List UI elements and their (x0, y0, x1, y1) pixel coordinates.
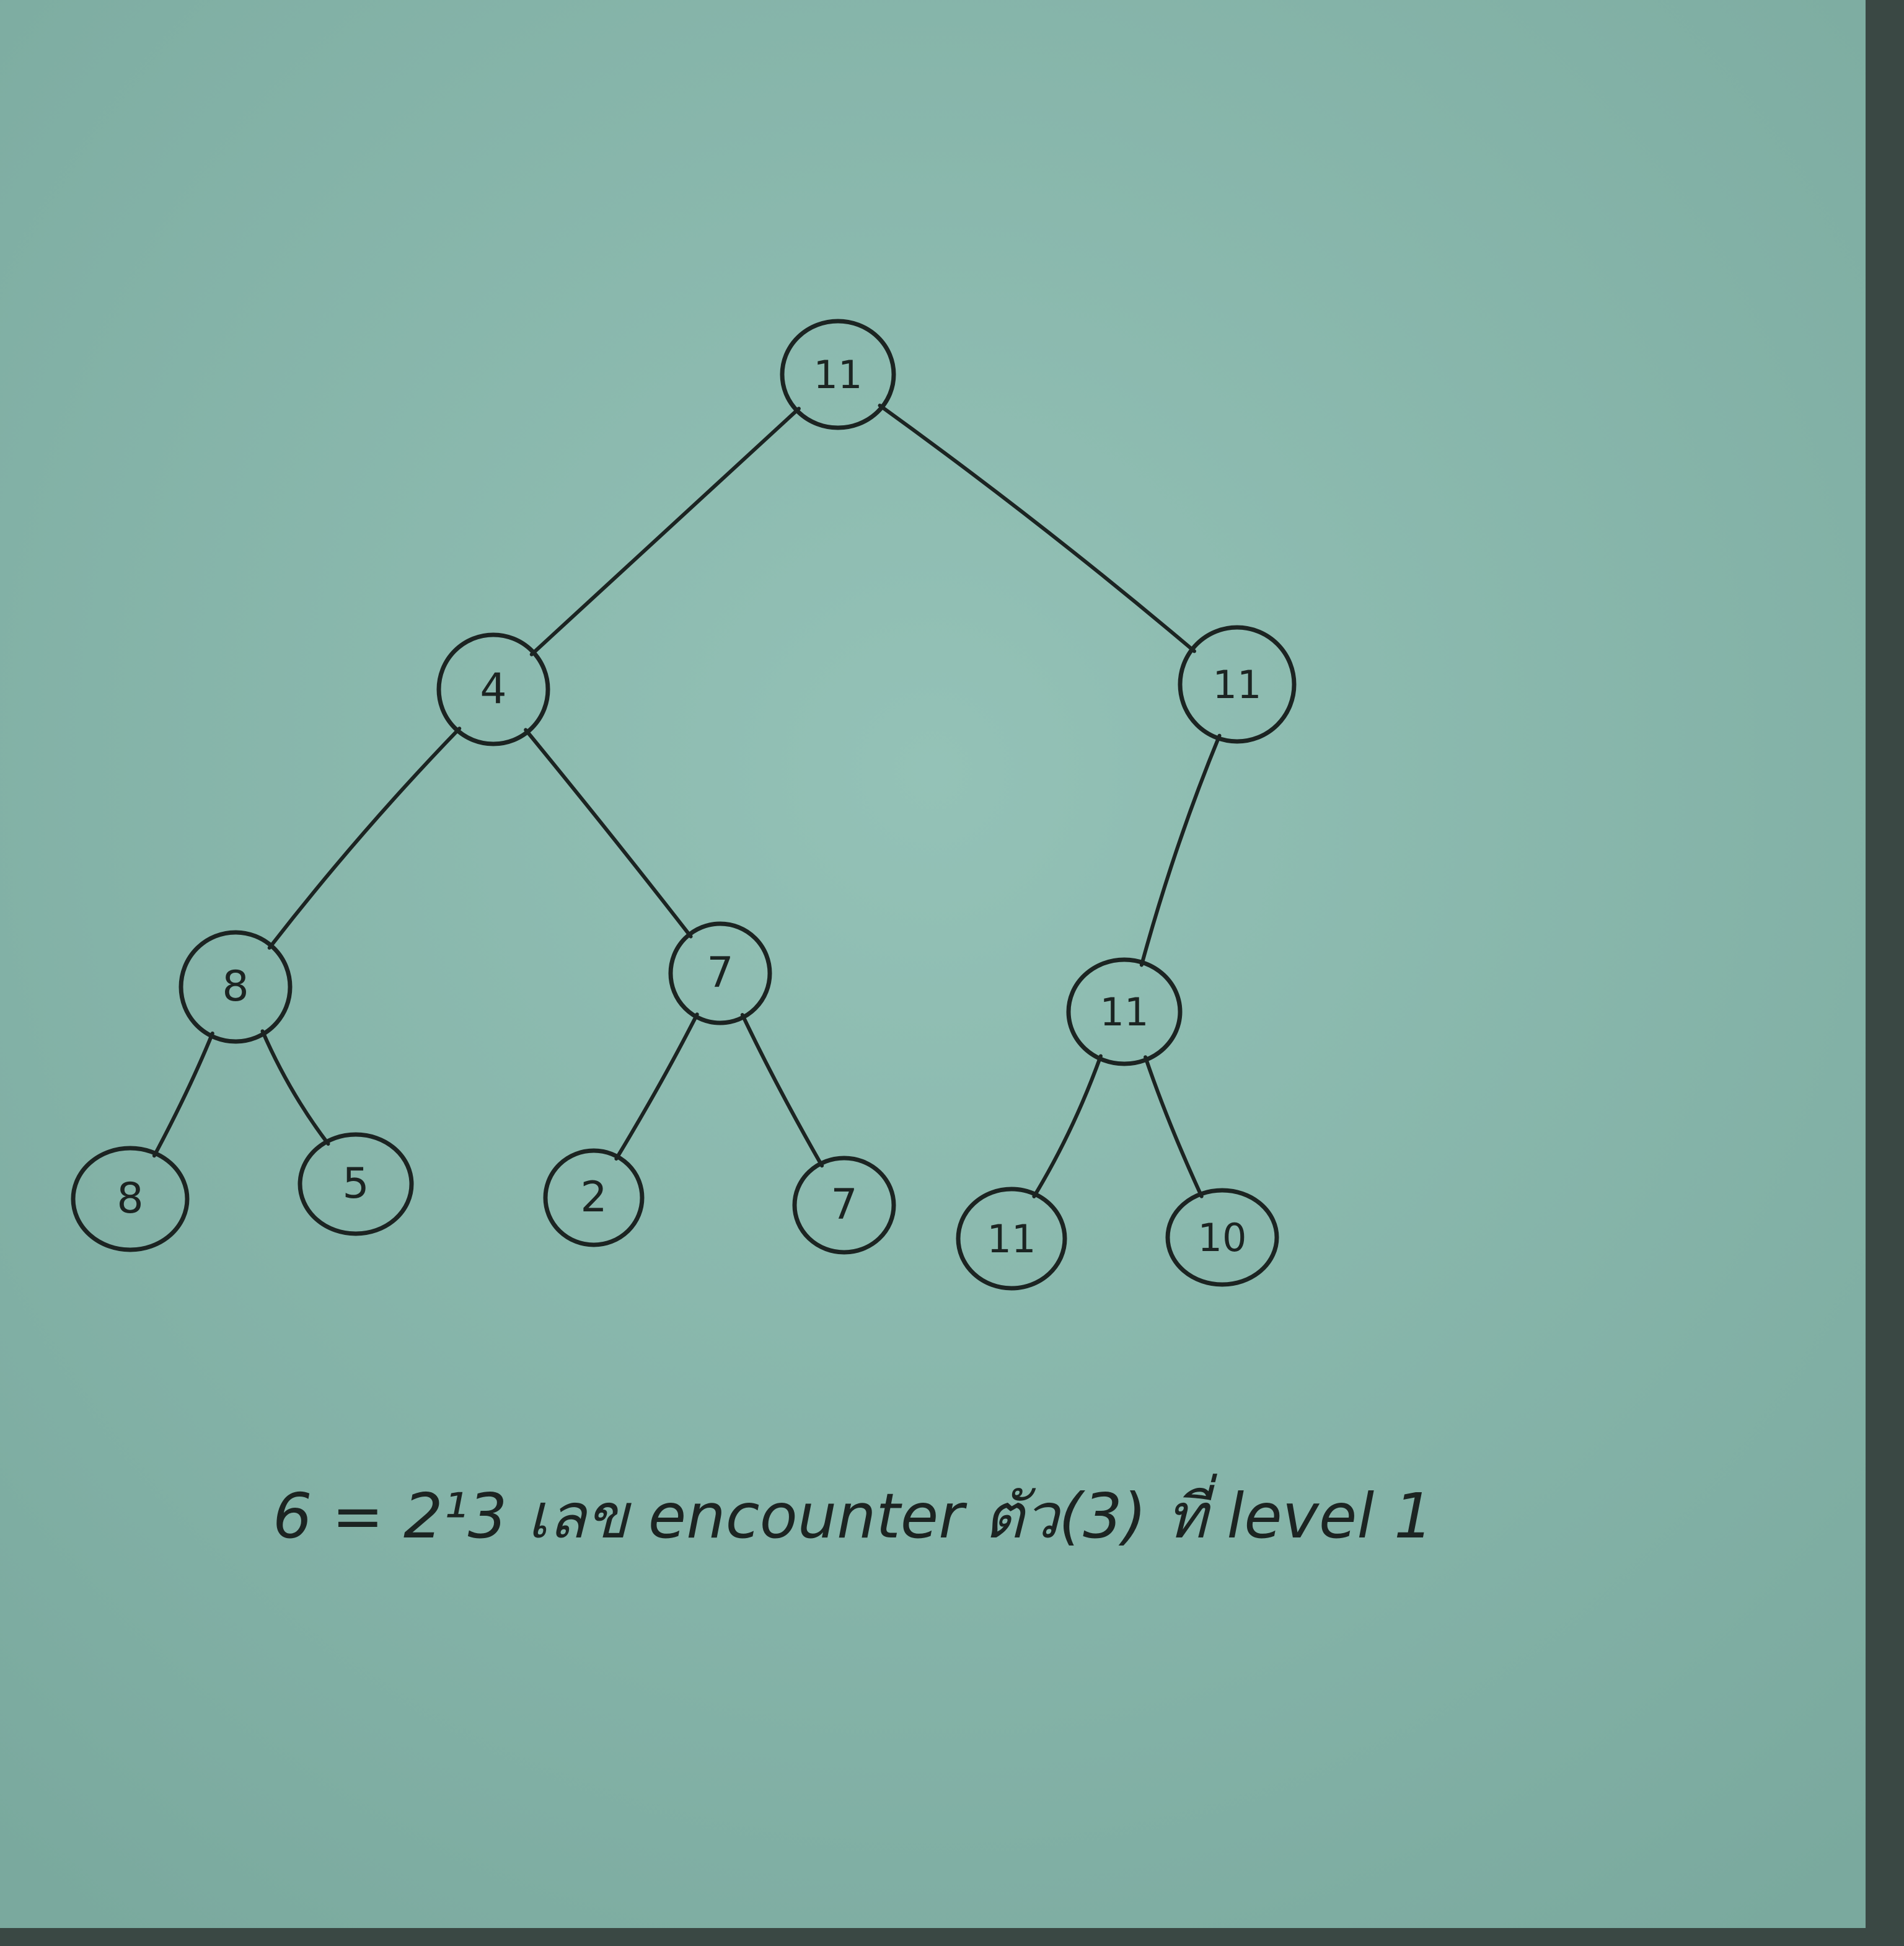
node-circle (780, 319, 896, 430)
tree-node: 11 (1178, 625, 1297, 744)
tree-node: 8 (178, 930, 293, 1044)
tree-node: 7 (792, 1156, 896, 1255)
tree-node: 11 (1066, 957, 1183, 1066)
tree-edge (878, 404, 1196, 653)
node-label: 4 (480, 665, 506, 714)
node-circle (792, 1156, 896, 1255)
tree-node: 5 (298, 1132, 414, 1236)
node-circle (668, 921, 772, 1025)
tree-node: 11 (956, 1187, 1067, 1291)
tree-edge (260, 1029, 330, 1146)
tree-edge (1144, 1055, 1204, 1198)
node-circle (71, 1146, 190, 1252)
node-label: 2 (580, 1173, 607, 1222)
node-circle (543, 1148, 645, 1247)
node-circle (178, 930, 293, 1044)
node-label: 8 (222, 962, 249, 1011)
tree-nodes: 11 4 11 8 7 11 8 5 2 7 11 10 (71, 319, 1297, 1291)
node-circle (956, 1187, 1067, 1291)
paper-sheet (0, 0, 1866, 1928)
node-circle (1178, 625, 1297, 744)
tree-node: 4 (436, 632, 550, 746)
node-label: 7 (831, 1180, 857, 1229)
tree-edges (152, 404, 1222, 1198)
tree-edge (152, 1031, 214, 1158)
handwritten-note: 6 = 2¹3 เลข encounter ตัว(3) ที่ level 1 (273, 1474, 1434, 1552)
node-circle (1165, 1188, 1279, 1287)
node-circle (298, 1132, 414, 1236)
node-label: 7 (707, 949, 733, 997)
node-label: 11 (1100, 989, 1149, 1035)
tree-edge (529, 407, 801, 657)
tree-edge (740, 1013, 824, 1168)
node-label: 11 (987, 1216, 1036, 1262)
tree-edge (614, 1012, 699, 1161)
tree-node: 10 (1165, 1188, 1279, 1287)
tree-node: 7 (668, 921, 772, 1025)
node-circle (1066, 957, 1183, 1066)
tree-node: 11 (780, 319, 896, 430)
node-circle (436, 632, 550, 746)
node-label: 11 (814, 352, 863, 397)
node-label: 11 (1213, 662, 1262, 707)
node-label: 5 (342, 1159, 369, 1208)
tree-edge (1139, 733, 1222, 967)
tree-edge (524, 728, 693, 939)
tree-edge (267, 727, 462, 950)
tree-node: 8 (71, 1146, 190, 1252)
node-label: 10 (1198, 1215, 1247, 1260)
node-label: 8 (117, 1174, 143, 1223)
tree-node: 2 (543, 1148, 645, 1247)
tree-edge (1032, 1054, 1103, 1198)
